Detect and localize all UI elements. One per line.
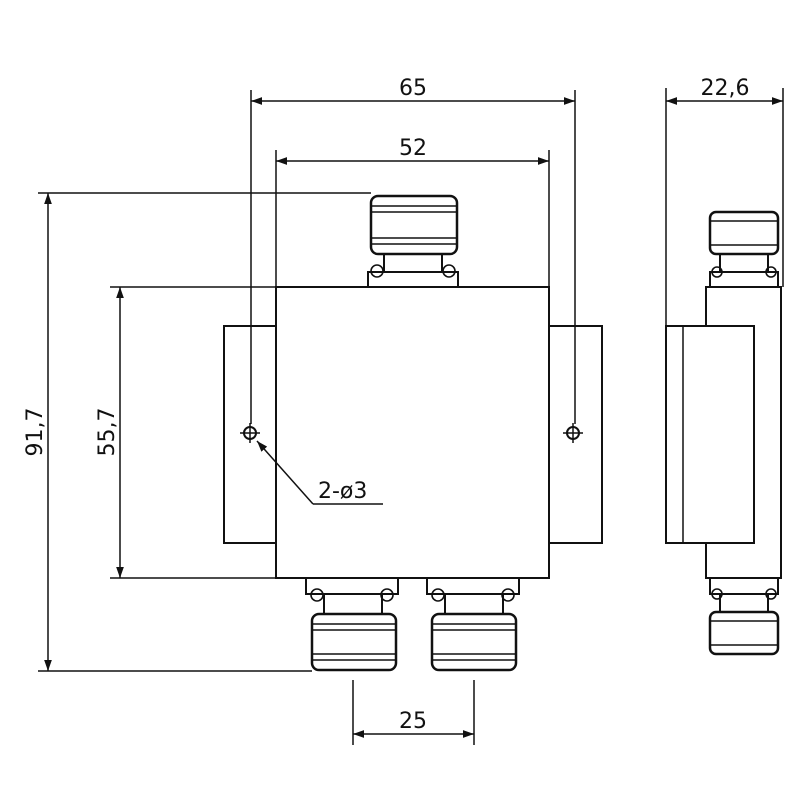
hole-callout: 2-ø3 <box>256 440 383 505</box>
hole-callout-label: 2-ø3 <box>318 479 367 504</box>
front-view <box>223 194 603 672</box>
mounting-hole-right <box>563 423 583 443</box>
dim-label-52: 52 <box>399 136 427 161</box>
dim-label-65: 65 <box>399 76 427 101</box>
side-view <box>665 210 782 656</box>
dim-overall-width: 65 <box>250 76 576 424</box>
dim-label-25: 25 <box>399 709 427 734</box>
dim-overall-height: 91,7 <box>23 192 371 672</box>
side-flange <box>665 325 755 544</box>
dim-connector-pitch: 25 <box>352 680 475 745</box>
right-mounting-flange <box>545 325 603 544</box>
mounting-hole-left <box>240 423 260 443</box>
dim-label-22-6: 22,6 <box>701 76 750 101</box>
left-mounting-flange <box>223 325 281 544</box>
bottom-connector-left <box>305 577 399 672</box>
dim-body-width: 52 <box>275 136 550 287</box>
side-bottom-connector <box>708 577 780 656</box>
dim-label-55-7: 55,7 <box>95 408 120 457</box>
splitter-body <box>275 286 550 579</box>
bottom-connector-right <box>426 577 520 672</box>
dim-body-height: 55,7 <box>95 286 276 579</box>
side-top-connector <box>708 210 780 288</box>
dim-depth: 22,6 <box>665 76 784 326</box>
top-connector <box>367 194 459 288</box>
dim-label-91-7: 91,7 <box>23 408 48 457</box>
